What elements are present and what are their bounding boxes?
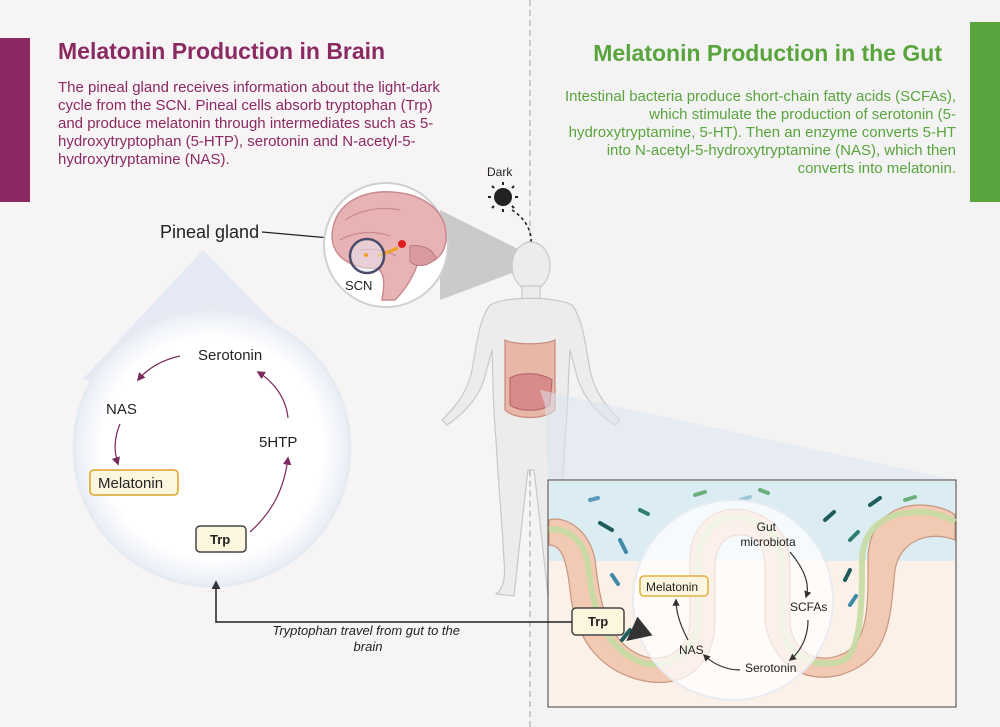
gut-zoom-cone — [540, 390, 956, 480]
arrow-microbiota-to-scfas — [789, 551, 812, 599]
brain-5htp-label: 5HTP — [259, 434, 297, 451]
brain-accent-bar — [0, 38, 30, 202]
gut-scfas-label: SCFAs — [790, 600, 827, 614]
brain-trp-label: Trp — [210, 532, 230, 547]
brain-melatonin-box — [89, 469, 179, 496]
gut-serotonin-label: Serotonin — [745, 661, 796, 675]
gut-melatonin-box — [639, 575, 709, 597]
gut-nas-label: NAS — [679, 643, 704, 657]
brain-section-description: The pineal gland receives information ab… — [58, 79, 440, 168]
brain-melatonin-label: Melatonin — [98, 475, 163, 492]
arrow-nas-to-melatonin — [672, 598, 689, 641]
trp-travel-label: Tryptophan travel from gut to the brain — [272, 623, 463, 654]
moon-dark-icon — [488, 182, 518, 212]
trp-gut-entry-arrow — [626, 616, 653, 641]
dark-label: Dark — [487, 165, 513, 179]
brain-serotonin-label: Serotonin — [198, 347, 262, 364]
gut-melatonin-label: Melatonin — [646, 580, 698, 594]
brain-zoom-cone — [440, 210, 520, 300]
gut-cycle-circle — [632, 499, 834, 701]
trp-travel-arrow — [211, 580, 572, 623]
arrow-nas-to-melatonin — [111, 423, 121, 466]
arrow-5htp-to-serotonin — [256, 371, 289, 419]
brain-trp-box — [195, 525, 247, 553]
brain-inset — [323, 182, 449, 308]
gut-microbiota-label: Gut microbiota — [740, 520, 796, 549]
gut-section-title: Melatonin Production in the Gut — [593, 40, 942, 66]
pineal-gland-label: Pineal gland — [160, 222, 259, 242]
scn-label: SCN — [345, 278, 372, 293]
gut-trp-label: Trp — [588, 614, 608, 629]
brain-nas-label: NAS — [106, 401, 137, 418]
brain-section-title: Melatonin Production in Brain — [58, 38, 386, 64]
arrow-serotonin-to-nas — [136, 355, 181, 382]
human-body-figure — [441, 241, 621, 597]
arrow-trp-to-5htp — [249, 456, 292, 533]
gut-section-description: Intestinal bacteria produce short-chain … — [564, 88, 956, 177]
arrow-scfas-to-serotonin — [788, 619, 809, 661]
arrow-serotonin-to-nas — [702, 653, 741, 671]
gut-accent-bar — [970, 22, 1000, 202]
